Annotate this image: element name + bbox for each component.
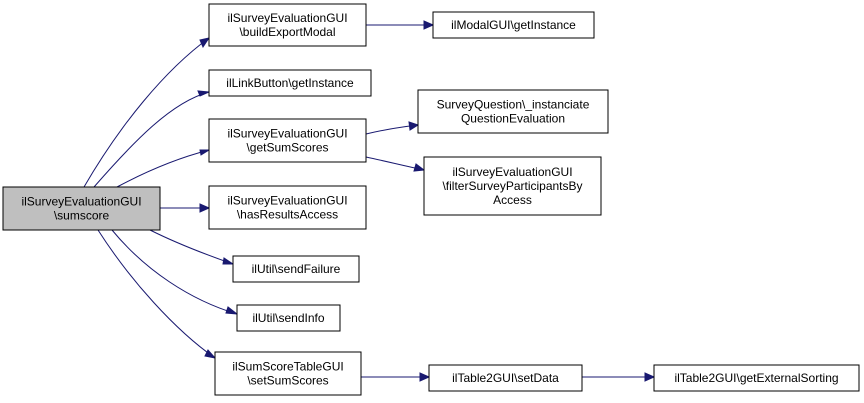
node-label-line: ilSurveyEvaluationGUI [227, 194, 347, 208]
arrowhead-root-to-buildExportModal [199, 37, 211, 49]
node-sendFailure[interactable]: ilUtil\sendFailure [232, 255, 360, 283]
node-label-line: ilSurveyEvaluationGUI [227, 127, 347, 141]
edge-root-to-setSumScores [97, 229, 216, 359]
nodes-layer: ilSurveyEvaluationGUI\sumscoreilSurveyEv… [2, 3, 860, 396]
node-label-line: \setSumScores [247, 374, 328, 388]
node-box[interactable] [432, 11, 595, 39]
arrowhead-buildExportModal-to-modalGetInstance [423, 20, 435, 30]
node-label-line: ilTable2GUI\getExternalSorting [674, 371, 838, 385]
node-box[interactable] [208, 3, 367, 47]
node-filterParticipants[interactable]: ilSurveyEvaluationGUI\filterSurveyPartic… [423, 156, 602, 216]
node-label-line: \sumscore [54, 209, 110, 223]
edges-layer [83, 20, 656, 382]
arrowhead-root-to-hasResultsAccess [199, 203, 211, 213]
node-label-line: ilLinkButton\getInstance [226, 76, 354, 90]
arrowhead-setData-to-getExternalSorting [644, 372, 656, 382]
node-label-line: SurveyQuestion\_instanciate [437, 98, 590, 112]
arrowhead-getSumScores-to-instanciate [408, 121, 420, 131]
node-instanciate[interactable]: SurveyQuestion\_instanciateQuestionEvalu… [417, 89, 609, 134]
node-label-line: Access [493, 193, 532, 207]
node-box[interactable] [232, 255, 360, 283]
edge-root-to-sendFailure [149, 229, 234, 265]
node-label-line: ilSumScoreTableGUI [232, 360, 343, 374]
node-box[interactable] [208, 185, 367, 230]
node-box[interactable] [428, 364, 583, 392]
node-sendInfo[interactable]: ilUtil\sendInfo [236, 304, 341, 332]
node-setSumScores[interactable]: ilSumScoreTableGUI\setSumScores [214, 351, 362, 396]
node-box[interactable] [208, 118, 367, 163]
arrowhead-root-to-setSumScores [204, 349, 217, 359]
edge-root-to-buildExportModal [83, 37, 210, 188]
node-label-line: QuestionEvaluation [461, 112, 565, 126]
node-box[interactable] [2, 186, 161, 231]
edge-root-to-getSumScores [116, 149, 210, 188]
node-hasResultsAccess[interactable]: ilSurveyEvaluationGUI\hasResultsAccess [208, 185, 367, 230]
node-box[interactable] [236, 304, 341, 332]
arrowhead-root-to-linkGetInstance [197, 90, 211, 97]
node-label-line: ilUtil\sendFailure [252, 262, 341, 276]
node-box[interactable] [214, 351, 362, 396]
node-box[interactable] [417, 89, 609, 134]
node-getExternalSorting[interactable]: ilTable2GUI\getExternalSorting [653, 364, 860, 392]
node-getSumScores[interactable]: ilSurveyEvaluationGUI\getSumScores [208, 118, 367, 163]
node-linkGetInstance[interactable]: ilLinkButton\getInstance [208, 69, 372, 97]
node-label-line: \filterSurveyParticipantsBy [442, 179, 582, 193]
node-root[interactable]: ilSurveyEvaluationGUI\sumscore [2, 186, 161, 231]
node-label-line: \hasResultsAccess [237, 208, 338, 222]
edge-root-to-linkGetInstance [93, 91, 210, 188]
node-label-line: ilSurveyEvaluationGUI [452, 165, 572, 179]
edge-root-to-sendInfo [111, 229, 238, 315]
node-box[interactable] [653, 364, 860, 392]
arrowhead-setSumScores-to-setData [419, 372, 431, 382]
node-label-line: ilUtil\sendInfo [252, 311, 324, 325]
node-label-line: ilSurveyEvaluationGUI [21, 195, 141, 209]
node-label-line: ilTable2GUI\setData [452, 371, 559, 385]
node-label-line: ilSurveyEvaluationGUI [227, 11, 347, 25]
arrowhead-root-to-getSumScores [199, 149, 211, 156]
arrowhead-getSumScores-to-filterParticipants [413, 163, 426, 172]
node-label-line: \getSumScores [246, 141, 328, 155]
node-box[interactable] [423, 156, 602, 216]
node-label-line: \buildExportModal [239, 25, 335, 39]
node-setData[interactable]: ilTable2GUI\setData [428, 364, 583, 392]
arrowhead-root-to-sendInfo [225, 306, 239, 315]
node-label-line: ilModalGUI\getInstance [451, 18, 576, 32]
node-box[interactable] [208, 69, 372, 97]
arrowhead-root-to-sendFailure [222, 257, 235, 265]
node-buildExportModal[interactable]: ilSurveyEvaluationGUI\buildExportModal [208, 3, 367, 47]
node-modalGetInstance[interactable]: ilModalGUI\getInstance [432, 11, 595, 39]
